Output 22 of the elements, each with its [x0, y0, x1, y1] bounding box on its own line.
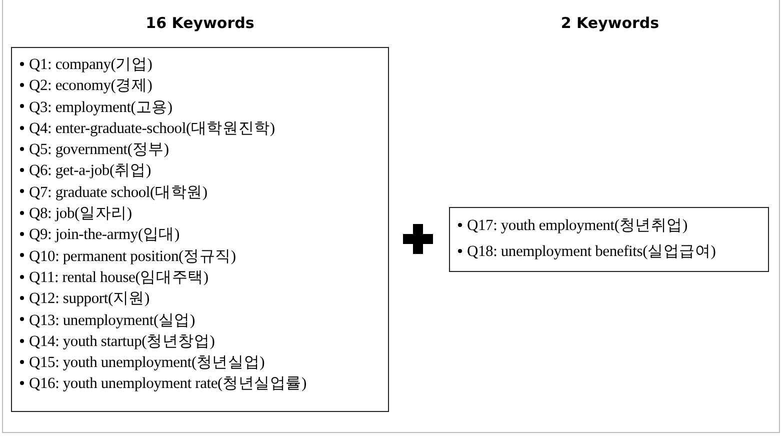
keyword-item: Q1: company(기업): [18, 54, 382, 76]
keyword-box: [11, 47, 389, 412]
keyword-item: Q3: employment(고용): [18, 96, 382, 118]
keyword-box: [449, 207, 769, 272]
keyword-item: Q6: get-a-job(취업): [18, 160, 382, 182]
keyword-item: Q10: permanent position(정규직): [18, 246, 382, 267]
keyword-item: Q14: youth startup(청년창업): [18, 330, 382, 352]
keyword-item: Q13: unemployment(실업): [18, 310, 382, 331]
keyword-item: Q16: youth unemployment rate(청년실업률): [18, 373, 382, 395]
keyword-item: Q11: rental house(임대주택): [18, 266, 382, 288]
heading: 16 Keywords: [144, 14, 256, 32]
keyword-item: Q15: youth unemployment(청년실업): [18, 352, 382, 374]
keyword-item: Q17: youth employment(청년취업): [456, 213, 762, 239]
keyword-item: Q2: economy(경제): [18, 75, 382, 97]
keyword-item: Q7: graduate school(대학원): [18, 182, 382, 204]
heading: 2 Keywords: [560, 14, 660, 32]
keyword-item: Q4: enter-graduate-school(대학원진학): [18, 118, 382, 140]
keyword-item: Q5: government(정부): [18, 139, 382, 160]
keyword-item: Q8: job(일자리): [18, 203, 382, 224]
keyword-item: Q18: unemployment benefits(실업급여): [456, 239, 762, 265]
keyword-item: Q12: support(지원): [18, 288, 382, 310]
keyword-item: Q9: join-the-army(입대): [18, 224, 382, 246]
